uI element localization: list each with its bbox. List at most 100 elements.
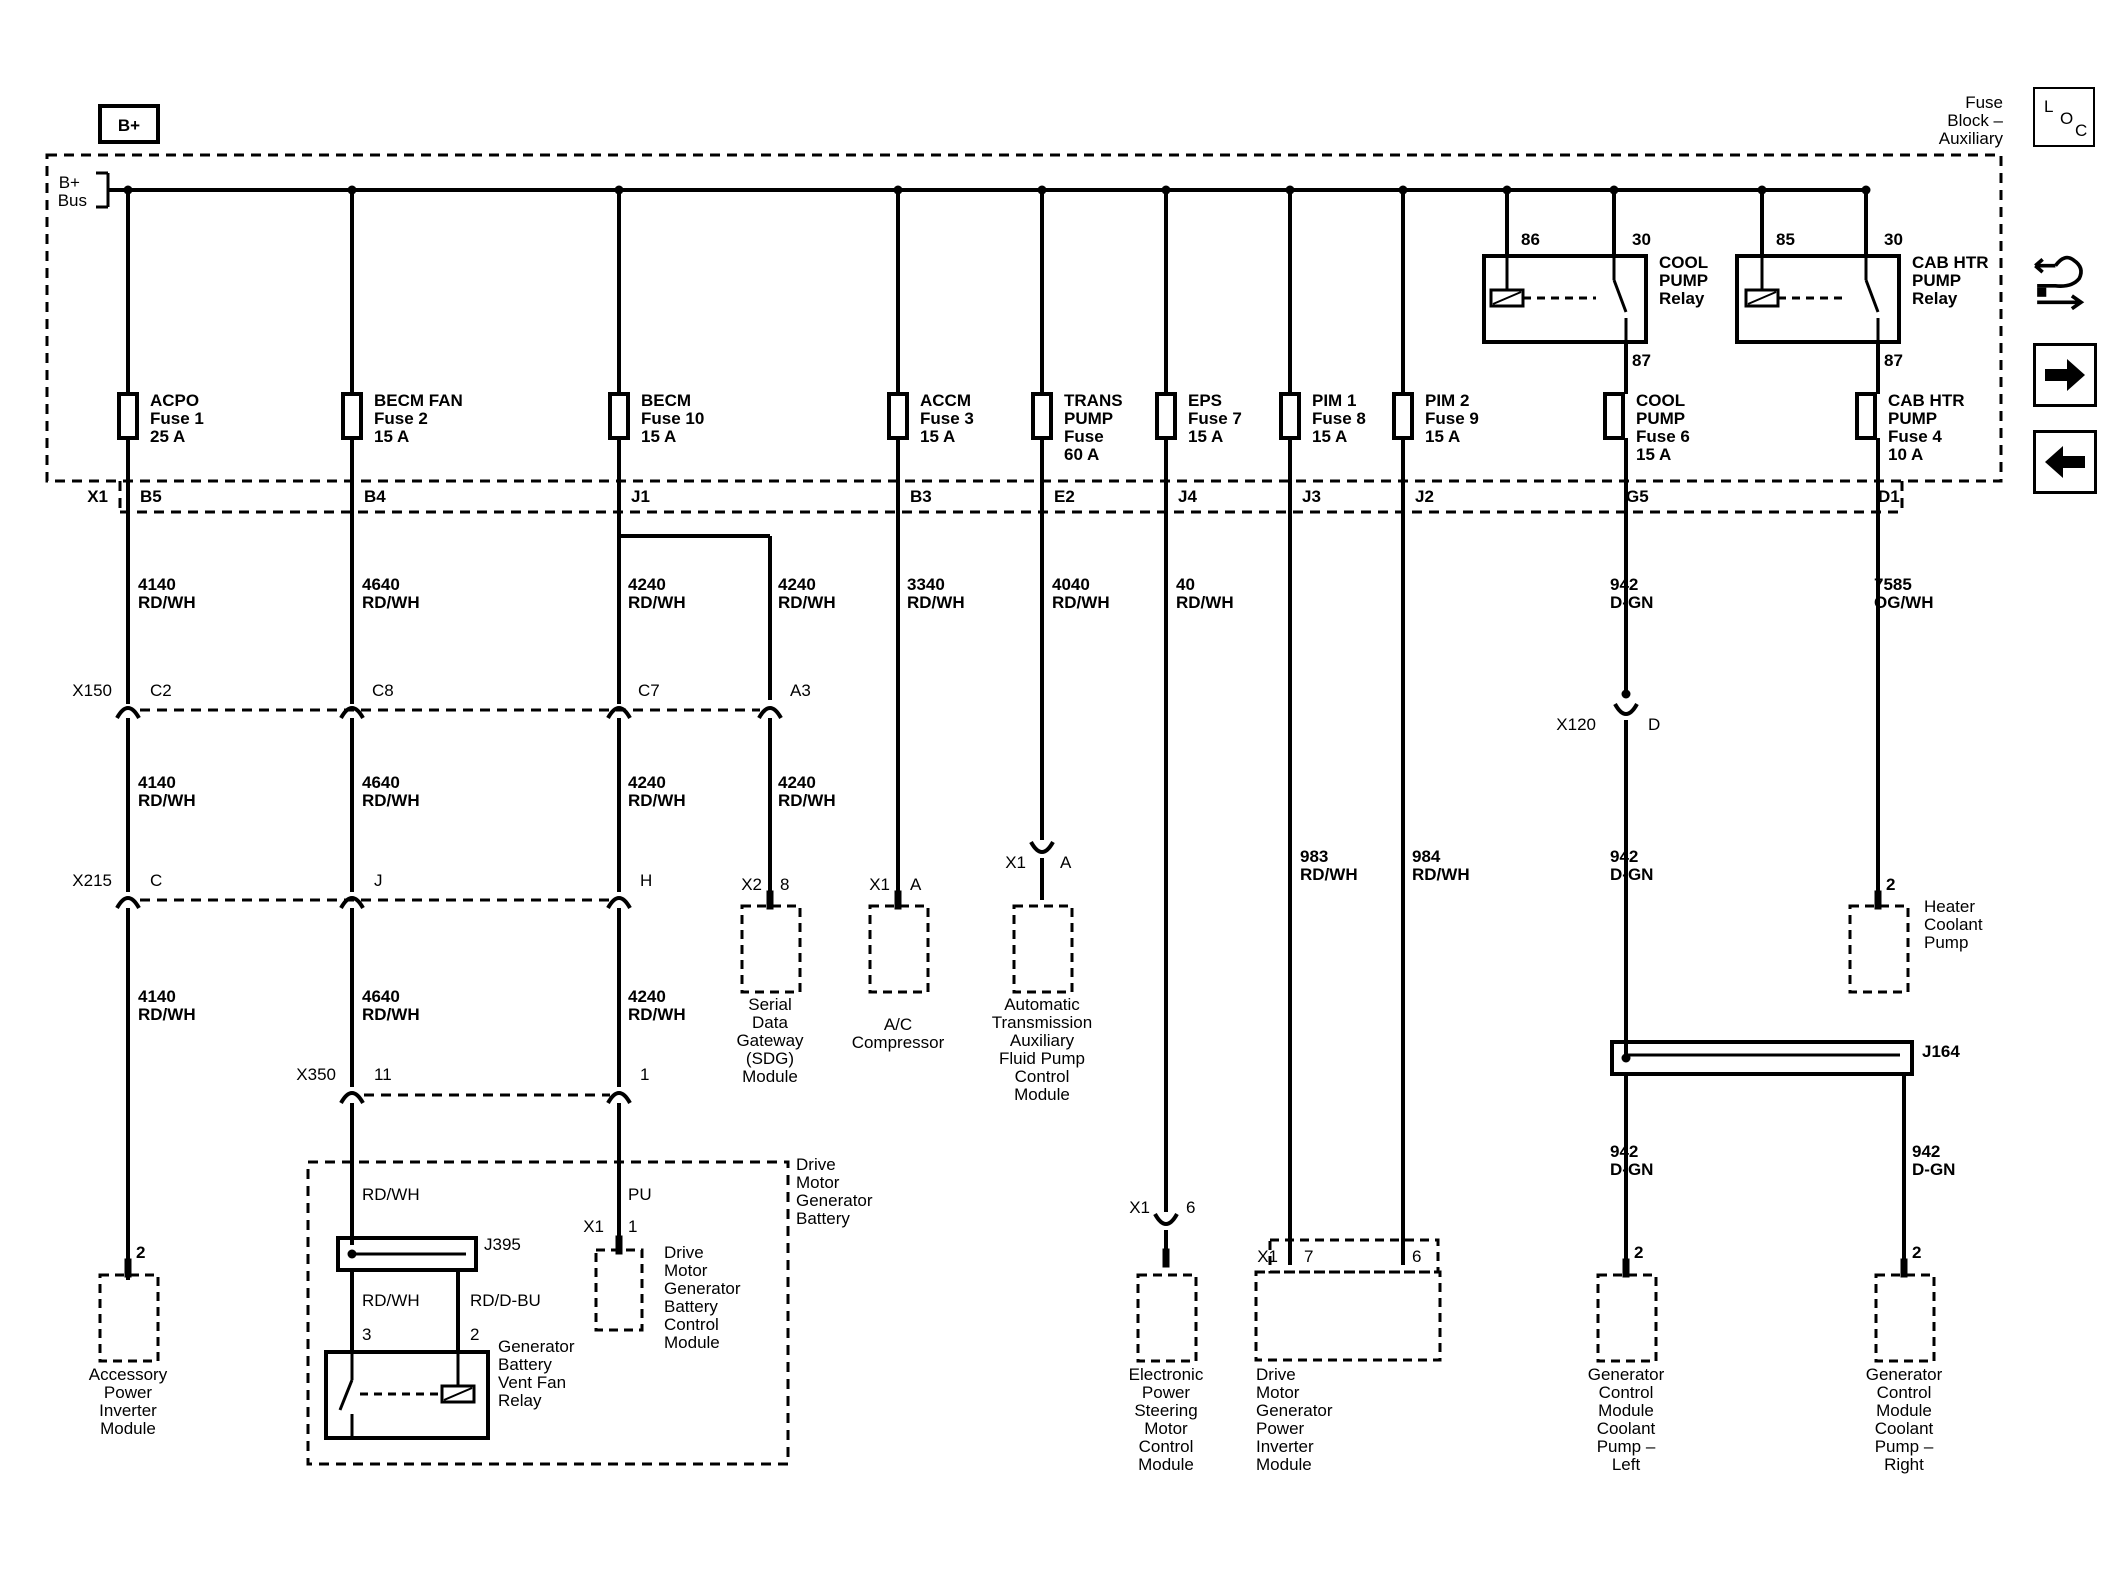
wire-circuit-label: 7585 [1874,575,1912,594]
vent-fan-relay-name: Generator [498,1337,575,1356]
fuse-label: Fuse [1064,427,1104,446]
j395-splice [336,1236,478,1272]
relay-coil-diag [1492,291,1522,305]
sdg-name: Data [752,1013,788,1032]
gcl-name: Left [1612,1455,1641,1474]
dmgbcm-pin-stub [615,1235,623,1255]
fuse-label: 15 A [920,427,955,446]
fuse-label: EPS [1188,391,1222,410]
wire-color-label: RD/WH [362,791,420,810]
wire-color-label: D-GN [1610,865,1653,884]
hcp-name: Coolant [1924,915,1983,934]
gcr-name: Right [1884,1455,1924,1474]
x1-eps-pin: 6 [1186,1198,1195,1217]
dmgbcm-name: Drive [664,1243,704,1262]
relay-contact [338,1379,354,1411]
wire-color-label: D-GN [1912,1160,1955,1179]
fuse-label: PUMP [1636,409,1685,428]
wire-color-label: OG/WH [1874,593,1934,612]
gcl-name: Coolant [1597,1419,1656,1438]
pim-name: Module [1256,1455,1312,1474]
relay-box [1482,254,1648,344]
battery-area-title: Motor [796,1173,840,1192]
fuse-label: 15 A [1188,427,1223,446]
pim-name: Drive [1256,1365,1296,1384]
sdg-module [740,904,802,994]
j395-label: J395 [484,1235,521,1254]
ac-compressor-module [868,904,930,994]
fuse-label: PUMP [1064,409,1113,428]
relay-coil [440,1384,476,1404]
wire-color-label: RD/WH [778,791,836,810]
wire-circuit-label: 40 [1176,575,1195,594]
x1-pin-label: E2 [1054,487,1075,506]
x1-pim-connector [1268,1238,1440,1274]
trans-name: Auxiliary [1010,1031,1075,1050]
fuse-label: 15 A [641,427,676,446]
wire-circuit-label: 983 [1300,847,1328,866]
trans-pump-module [1012,904,1074,994]
wire-color-label: RD/WH [907,593,965,612]
x1-trans-connector [1029,840,1055,854]
x1-dmgbcm-label: X1 [583,1217,604,1236]
x150-connector [757,706,783,720]
apim-pin-stub [124,1258,132,1278]
wire-color-label: RD/WH [628,1005,686,1024]
wire-circuit-label: 4240 [628,575,666,594]
wire-color-label: RD/WH [362,1291,420,1310]
x350-connector [606,1091,632,1105]
ac-pin [894,890,902,910]
wire-color-label: RD/WH [1300,865,1358,884]
trans-name: Automatic [1004,995,1080,1014]
wire-color-label: RD/WH [628,593,686,612]
gcr-name: Pump – [1875,1437,1934,1456]
gcr-name: Control [1877,1383,1932,1402]
eps-module [1136,1273,1198,1363]
x150-connector [606,706,632,720]
vent-fan-relay [324,1350,490,1440]
previous-page-button[interactable] [2033,430,2097,494]
x1-pin-label: G5 [1626,487,1649,506]
relay-pin-label: 3 [362,1325,371,1344]
trans-name: Control [1015,1067,1070,1086]
next-page-button[interactable] [2033,343,2097,407]
x1-pin-label: D1 [1878,487,1900,506]
fuse-label: 25 A [150,427,185,446]
fuse-block-outline [45,153,2003,483]
gcr-name: Generator [1866,1365,1943,1384]
x1-pim-label: X1 [1257,1247,1278,1266]
battery-area-title: Generator [796,1191,873,1210]
bplus-box [98,104,160,144]
gcr-name: Coolant [1875,1419,1934,1438]
fuse-symbol [1392,392,1414,440]
wire-circuit-label: 4640 [362,987,400,1006]
fuse-label: BECM [641,391,691,410]
fuse-symbol [887,392,909,440]
dmgbcm-name: Motor [664,1261,708,1280]
wire-circuit-label: 942 [1912,1142,1940,1161]
pim-name: Generator [1256,1401,1333,1420]
x1-eps-label: X1 [1129,1198,1150,1217]
fuse-block-label: Block – [1947,111,2003,130]
trans-name: Transmission [992,1013,1092,1032]
ac-name: Compressor [852,1033,945,1052]
relay-name: CAB HTR [1912,253,1989,272]
relay-box [1735,254,1901,344]
fuse-label: BECM FAN [374,391,463,410]
relay-contact [1864,279,1880,313]
wire-circuit-label: 984 [1412,847,1441,866]
vent-fan-relay-name: Relay [498,1391,542,1410]
fuse-label: ACCM [920,391,971,410]
apim-pin: 2 [136,1243,145,1262]
fuse-symbol [1855,392,1877,440]
fuse-label: 15 A [1312,427,1347,446]
x1-connector-label: X1 [87,487,108,506]
harness-nav-button[interactable] [2028,252,2092,316]
splice-dot [347,1249,357,1259]
fuse-label: PIM 2 [1425,391,1469,410]
apim-name: Inverter [99,1401,157,1420]
loc-letter: L [2044,97,2053,116]
x1-trans-label: X1 [1005,853,1026,872]
dmgbcm-module [594,1248,644,1332]
